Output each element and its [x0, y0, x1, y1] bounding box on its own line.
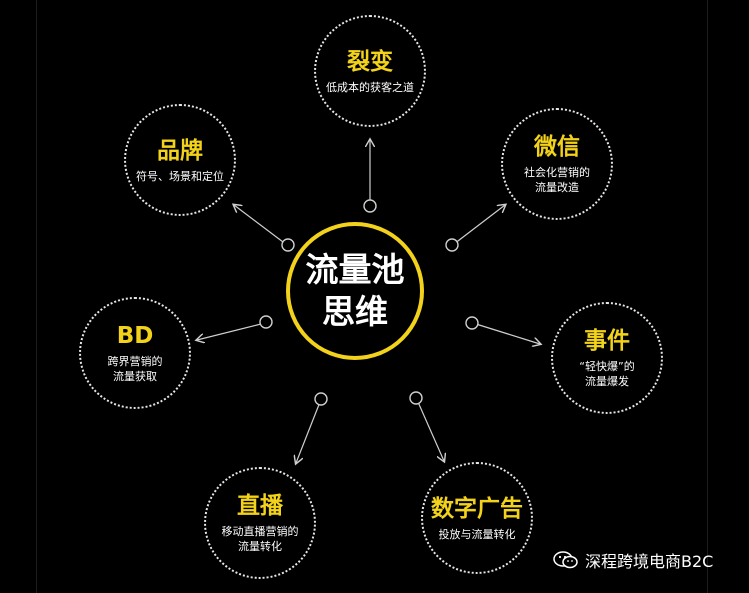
node-zhibo-sub-line1: 移动直播营销的 — [221, 525, 299, 538]
node-shuzi-title: 数字广告 — [431, 495, 523, 522]
center-node: 流量池 思维 — [286, 222, 424, 360]
node-bd-title: BD — [116, 323, 154, 349]
arrow-to-weixin — [453, 205, 505, 245]
node-weixin: 微信 社会化营销的 流量改造 — [501, 108, 613, 220]
node-liebian-title: 裂变 — [347, 48, 393, 75]
center-title-line2: 思维 — [322, 292, 388, 331]
left-border-line — [36, 0, 37, 593]
node-bd-subtitle: 跨界营销的 流量获取 — [108, 354, 163, 384]
node-bd: BD 跨界营销的 流量获取 — [79, 297, 191, 409]
arrow-to-bd — [197, 322, 266, 340]
node-shijian: 事件 “轻快爆”的 流量爆发 — [551, 302, 663, 414]
watermark-text: 深程跨境电商B2C — [585, 552, 714, 571]
node-bd-sub-line2: 流量获取 — [113, 370, 157, 383]
node-liebian: 裂变 低成本的获客之道 — [314, 15, 426, 127]
arrow-to-pinpai — [234, 205, 288, 246]
connector-dot-weixin — [445, 238, 459, 252]
connector-dot-shijian — [465, 316, 479, 330]
node-shuzi-subtitle: 投放与流量转化 — [438, 527, 516, 541]
arrow-to-shijian — [475, 323, 540, 344]
connector-dot-shuzi — [409, 391, 423, 405]
node-zhibo-sub-line2: 流量转化 — [238, 540, 282, 553]
wechat-icon — [553, 551, 578, 569]
node-weixin-title: 微信 — [534, 134, 580, 160]
node-bd-sub-line1: 跨界营销的 — [107, 355, 163, 368]
connector-dot-pinpai — [281, 238, 295, 252]
node-liebian-subtitle: 低成本的获客之道 — [326, 80, 414, 94]
node-zhibo-title: 直播 — [237, 493, 283, 519]
node-zhibo-subtitle: 移动直播营销的 流量转化 — [222, 524, 299, 554]
node-shuzi: 数字广告 投放与流量转化 — [421, 462, 533, 574]
node-shijian-sub-line2: 流量爆发 — [585, 375, 629, 388]
arrow-to-shuzi — [417, 401, 444, 461]
node-weixin-sub-line1: 社会化营销的 — [524, 166, 590, 179]
connector-dot-zhibo — [314, 392, 328, 406]
node-weixin-subtitle: 社会化营销的 流量改造 — [524, 165, 590, 195]
node-zhibo: 直播 移动直播营销的 流量转化 — [204, 467, 316, 579]
node-pinpai: 品牌 符号、场景和定位 — [124, 104, 236, 216]
connector-dot-bd — [259, 315, 273, 329]
node-shijian-subtitle: “轻快爆”的 流量爆发 — [579, 359, 634, 389]
watermark: 深程跨境电商B2C — [553, 548, 713, 572]
node-shijian-title: 事件 — [584, 328, 630, 354]
node-pinpai-title: 品牌 — [157, 137, 203, 164]
center-title-line1: 流量池 — [305, 250, 405, 289]
connector-dot-liebian — [363, 199, 377, 213]
node-pinpai-subtitle: 符号、场景和定位 — [136, 169, 224, 183]
arrow-to-zhibo — [296, 401, 321, 463]
node-weixin-sub-line2: 流量改造 — [535, 181, 579, 194]
right-border-line — [707, 0, 708, 593]
node-shijian-sub-line1: “轻快爆”的 — [579, 360, 635, 373]
